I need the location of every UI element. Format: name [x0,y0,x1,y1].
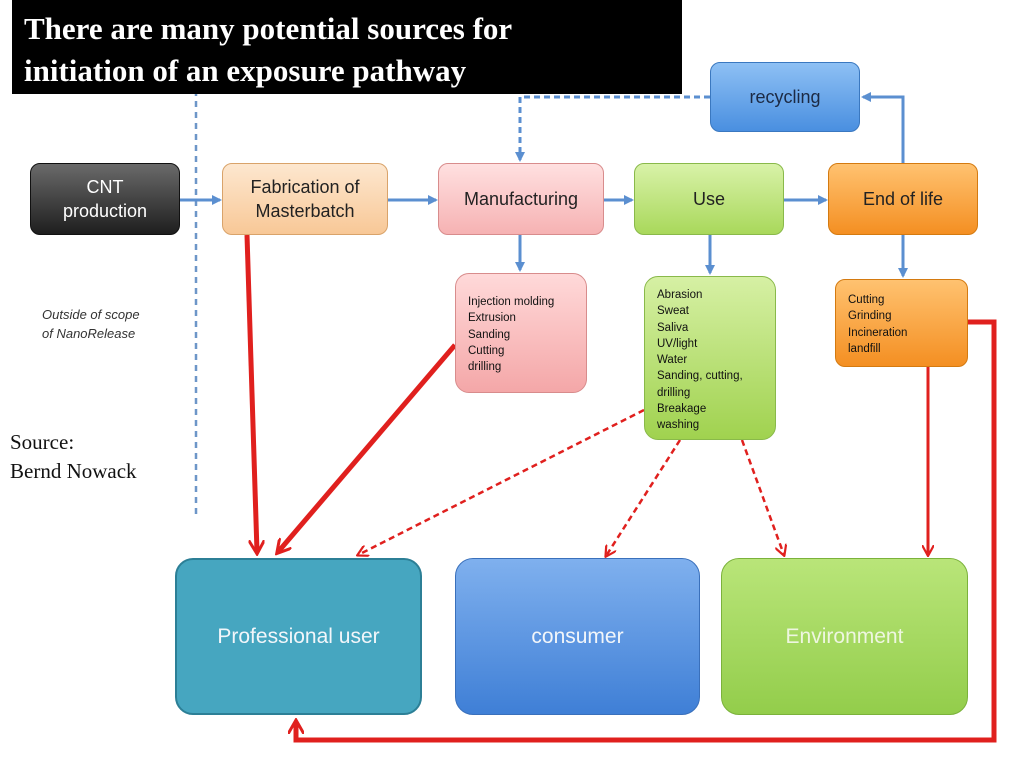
list-item: Grinding [848,310,892,323]
node-cnt-line-2: production [62,201,148,221]
arrow-end-of-life-to-recycling [861,92,905,163]
node-fabrication-masterbatch: Fabrication of Masterbatch [222,163,388,235]
list-item: Incineration [848,326,908,339]
list-item: drilling [468,361,502,374]
end-of-life-processes-list: Cutting Grinding Incineration landfill [835,279,968,367]
receptor-professional-label: Professional user [217,624,380,648]
scope-note-line-1: Outside of scope [42,307,140,322]
exposure-fabrication-to-professional [244,234,257,552]
list-item: landfill [848,342,881,355]
exposure-manufacturing-to-professional [278,343,457,552]
node-manufacturing-label: Manufacturing [463,188,579,209]
node-use-label: Use [692,188,725,209]
list-item: UV/light [657,337,698,350]
node-recycling: recycling [710,62,860,132]
title-line-1: There are many potential sources for [24,11,513,46]
source-citation: Source: Bernd Nowack [10,428,137,486]
list-item: Sweat [657,305,689,318]
exposure-use-to-consumer [606,439,682,556]
list-item: Sanding, cutting, [657,370,743,383]
node-end-of-life: End of life [828,163,978,235]
exposure-end-of-life-to-professional-loop [296,319,997,743]
list-item: Cutting [848,294,885,306]
source-label: Source: [10,430,75,454]
node-fabrication-line-2: Masterbatch [255,201,355,221]
receptor-professional-user: Professional user [175,558,422,715]
list-item: washing [657,419,700,432]
scope-note: Outside of scope of NanoRelease [42,305,140,343]
use-processes-list: Abrasion Sweat Saliva UV/light Water San… [644,276,776,440]
title-line-2: initiation of an exposure pathway [24,53,467,88]
list-item: Cutting [468,344,505,357]
list-item: Sanding [468,328,511,341]
scope-note-line-2: of NanoRelease [42,326,136,341]
exposure-use-to-professional [358,408,645,555]
manufacturing-processes-list: Injection molding Extrusion Sanding Cutt… [455,273,587,393]
list-item: drilling [657,386,691,399]
node-cnt-line-1: CNT [86,177,124,197]
slide-title: There are many potential sources for ini… [12,0,682,94]
list-item: Water [657,354,688,367]
list-item: Injection molding [468,296,555,308]
node-manufacturing: Manufacturing [438,163,604,235]
receptor-environment-label: Environment [785,624,904,648]
list-item: Extrusion [468,312,516,325]
node-cnt-production: CNT production [30,163,180,235]
receptor-consumer-label: consumer [531,624,624,648]
list-item: Saliva [657,321,689,334]
source-author: Bernd Nowack [10,459,137,483]
node-fabrication-line-1: Fabrication of [250,177,360,197]
list-item: Abrasion [657,289,703,301]
receptor-environment: Environment [721,558,968,715]
node-use: Use [634,163,784,235]
node-end-of-life-label: End of life [862,188,944,209]
list-item: Breakage [657,403,707,416]
node-recycling-label: recycling [749,86,821,107]
arrow-recycling-to-manufacturing [515,95,710,162]
exposure-use-to-environment [740,439,784,555]
receptor-consumer: consumer [455,558,700,715]
